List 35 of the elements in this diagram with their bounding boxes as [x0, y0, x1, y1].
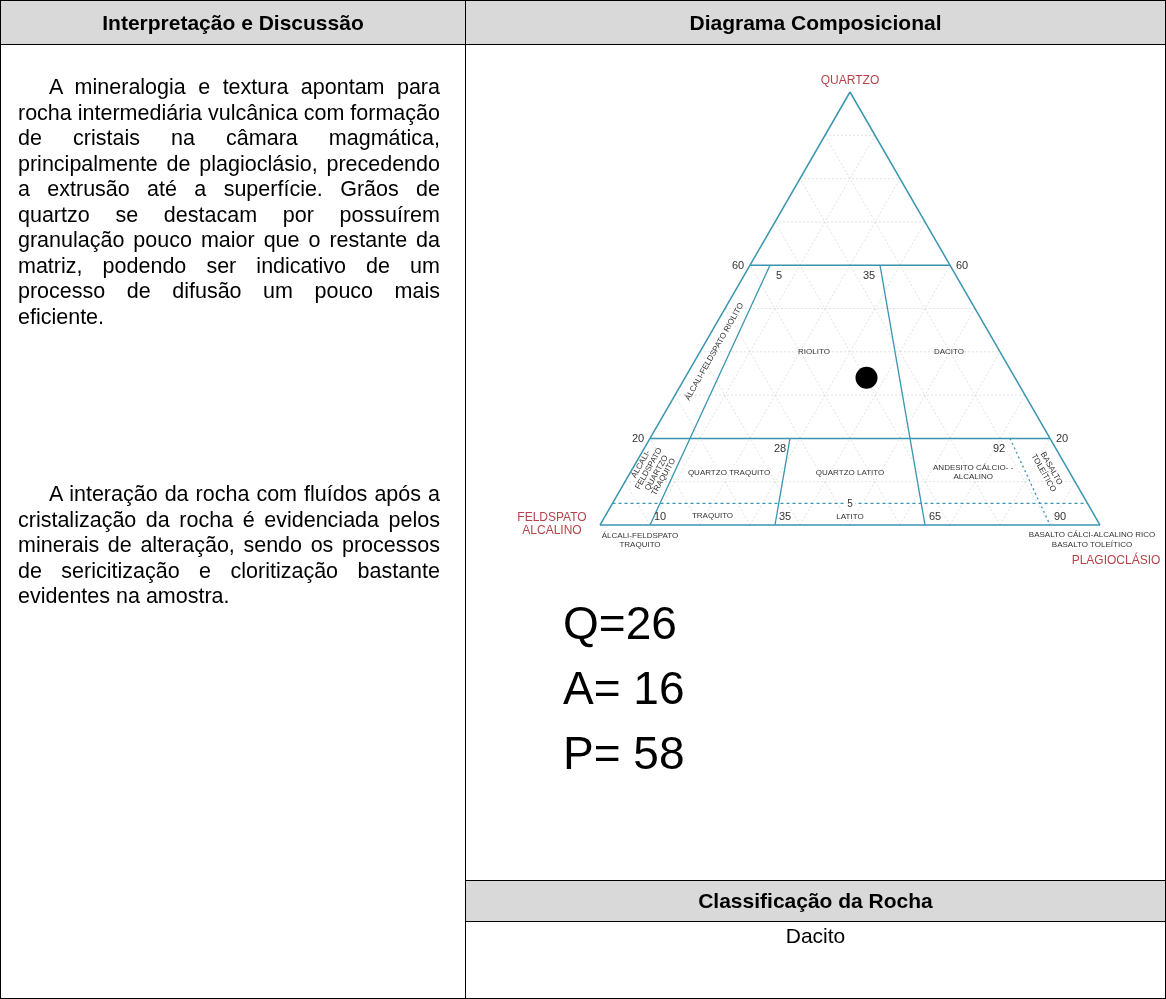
tick-label: 90 — [1053, 509, 1067, 523]
field-label: ÁLCALI-FELDSPATO TRAQUITO — [600, 532, 680, 550]
composition-value: Q=26 — [563, 600, 677, 646]
tick-label: 5 — [845, 497, 855, 509]
tick-label: 60 — [731, 259, 745, 272]
field-label: QUARTZO TRAQUITO — [687, 468, 771, 478]
field-label: TRAQUITO — [691, 511, 734, 521]
field-label: QUARTZO LATITO — [815, 468, 885, 478]
field-label: LATITO — [836, 512, 864, 522]
apex-label: PLAGIOCLÁSIO — [1071, 554, 1161, 568]
field-label: RIOLITO — [798, 347, 830, 357]
composition-value: A= 16 — [563, 665, 685, 711]
classification-value: Dacito — [784, 923, 847, 949]
tick-label: 92 — [992, 442, 1006, 455]
tick-label: 35 — [862, 269, 876, 282]
apex-label: FELDSPATO ALCALINO — [516, 510, 588, 538]
tick-label: 28 — [773, 442, 787, 455]
field-label: DACITO — [933, 347, 965, 357]
tick-label: 5 — [775, 269, 783, 282]
header-cell: Diagrama Composicional — [466, 1, 1165, 44]
header-cell: Interpretação e Discussão — [1, 1, 465, 44]
tick-label: 35 — [778, 509, 792, 523]
header-cell: Classificação da Rocha — [466, 881, 1165, 921]
field-label: BASALTO CÁLCI-ALCALINO RICO — [1028, 530, 1156, 540]
tick-label: 10 — [653, 509, 667, 523]
tick-label: 60 — [955, 259, 969, 272]
tick-label: 65 — [928, 509, 942, 523]
field-label: ANDESITO CÁLCIO- -ALCALINO — [932, 464, 1015, 482]
field-label: BASALTO TOLEÍTICO — [1051, 540, 1133, 550]
paragraph: A interação da rocha com fluídos após a cristalização da rocha é evidenciada pelos minerais de alteração, sendo os processos de sericitização e cloritização bastante evidentes na amostra. — [18, 482, 440, 610]
apex-label: QUARTZO — [820, 74, 880, 88]
tick-label: 20 — [631, 432, 645, 445]
tick-label: 20 — [1055, 432, 1069, 445]
composition-value: P= 58 — [563, 730, 685, 776]
paragraph: A mineralogia e textura apontam para rocha intermediária vulcânica com formação de cristais na câmara magmática, principalmente de plagioclásio, precedendo a extrusão até a superfície. Grãos de quartzo se destacam por possuírem granulação pouco maior que o restante da matriz, podendo ser indicativo de um processo de difusão um pouco mais eficiente. — [18, 75, 440, 330]
